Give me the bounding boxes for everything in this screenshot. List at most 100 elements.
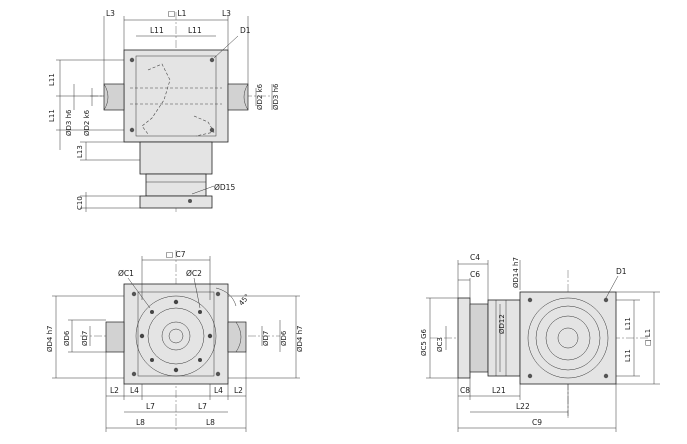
left-shaft-front [105, 321, 125, 353]
mount-hole-br [209, 127, 215, 133]
label-L7-right: L7 [198, 402, 207, 411]
label-C1: ØC1 [118, 269, 134, 278]
leader-D1-top [213, 35, 239, 59]
label-angle: 45° [237, 293, 251, 308]
label-D2-left: ØD2 k6 [83, 109, 91, 136]
output-flange [139, 195, 213, 209]
lower-housing [139, 141, 213, 175]
front-corner-hole-tr [215, 291, 221, 297]
right-shaft-break [243, 83, 249, 111]
front-view: □ C7 ØC1 ØC2 45° ØD4 h7 ØD6 ØD7 ØD7 ØD6 … [46, 250, 304, 432]
side-hole-bl [527, 373, 533, 379]
label-D2-right: ØD2 k6 [256, 83, 264, 110]
mount-hole-tl [129, 57, 135, 63]
side-hole-br [603, 373, 609, 379]
angle-arc [215, 287, 237, 307]
right-shaft-break-front [235, 321, 242, 353]
label-L11-b: L11 [188, 26, 202, 35]
label-side-L11-b: L11 [624, 349, 632, 362]
label-D12: ØD12 [498, 314, 506, 334]
label-L11-v2: L11 [48, 109, 56, 122]
leader-D1-side [605, 275, 619, 299]
label-L13: L13 [76, 145, 84, 158]
side-bore [557, 327, 579, 349]
mount-hole-bl [129, 127, 135, 133]
label-D6-left: ØD6 [63, 330, 71, 346]
label-L4-right: L4 [214, 386, 223, 395]
side-flange-plate [457, 297, 471, 379]
right-shaft-front [227, 321, 247, 353]
side-adapter [469, 303, 489, 373]
label-C9: C9 [532, 418, 542, 427]
label-C5: ØC5 G6 [420, 328, 428, 356]
side-bearing-housing [487, 299, 521, 377]
leader-D15 [191, 185, 215, 195]
label-L3-left: L3 [106, 9, 115, 18]
label-side-L11-a: L11 [624, 317, 632, 330]
front-corner-hole-tl [131, 291, 137, 297]
label-D14: ØD14 h7 [512, 257, 520, 288]
label-D1-top: D1 [240, 26, 251, 35]
front-hub [161, 321, 191, 351]
label-D4-right: ØD4 h7 [296, 326, 304, 352]
side-view: C4 C6 ØD14 h7 D1 ØC5 G6 ØC3 ØD12 L11 L11… [420, 253, 660, 432]
label-D7-right: ØD7 [262, 331, 270, 346]
bolt-hole-se [198, 358, 202, 362]
bolt-hole-n [173, 299, 179, 305]
label-D3-left: ØD3 h6 [65, 109, 73, 136]
label-C7: □ C7 [166, 250, 186, 259]
label-D15: ØD15 [214, 183, 235, 192]
label-D1-side: D1 [616, 267, 627, 276]
label-L3-right: L3 [222, 9, 231, 18]
label-L4-left: L4 [130, 386, 139, 395]
label-L11-a: L11 [150, 26, 164, 35]
label-C3: ØC3 [436, 337, 444, 352]
hidden-gear-left [141, 63, 171, 135]
side-flange-circle [527, 297, 609, 379]
label-L2-left: L2 [110, 386, 119, 395]
top-view: L3 □ L1 L3 L11 L11 D1 L11 L11 L13 C10 ØD… [48, 9, 280, 212]
label-L7-left: L7 [146, 402, 155, 411]
side-hole-tl [527, 297, 533, 303]
side-bearing-circle [535, 305, 601, 371]
left-shaft-top [103, 83, 125, 111]
leader-C1 [127, 277, 151, 309]
hidden-gear-right [193, 115, 215, 137]
label-C6: C6 [470, 270, 480, 279]
adapter-housing [145, 173, 207, 197]
side-hole-tr [603, 297, 609, 303]
body-inner-frame [135, 55, 217, 137]
label-D7-left: ØD7 [81, 331, 89, 346]
bolt-hole-sw [150, 358, 154, 362]
front-corner-hole-br [215, 371, 221, 377]
label-L21: L21 [492, 386, 506, 395]
bolt-hole-e [207, 333, 213, 339]
bolt-hole-ne [198, 310, 202, 314]
label-C10: C10 [76, 196, 84, 210]
label-C2: ØC2 [186, 269, 202, 278]
label-L1: □ L1 [168, 9, 187, 18]
label-L11-v1: L11 [48, 73, 56, 86]
label-D4-left: ØD4 h7 [46, 326, 54, 352]
label-side-L1: □ L1 [644, 329, 652, 346]
front-flange-circle [135, 295, 217, 377]
label-L2-right: L2 [234, 386, 243, 395]
front-bore [168, 328, 184, 344]
label-D6-right: ØD6 [280, 330, 288, 346]
side-hub-circle [545, 315, 591, 361]
label-L8-left: L8 [136, 418, 145, 427]
bolt-hole-w [139, 333, 145, 339]
label-C4: C4 [470, 253, 480, 262]
label-D3-right: ØD3 h6 [272, 83, 280, 110]
left-shaft-break [103, 83, 109, 111]
mount-hole-tr [209, 57, 215, 63]
front-bolt-circle [147, 307, 205, 365]
bolt-hole-nw [150, 310, 154, 314]
label-C8: C8 [460, 386, 470, 395]
right-shaft-top [227, 83, 249, 111]
label-L22: L22 [516, 402, 530, 411]
leader-C2 [193, 277, 201, 309]
front-corner-hole-bl [131, 371, 137, 377]
label-L8-right: L8 [206, 418, 215, 427]
